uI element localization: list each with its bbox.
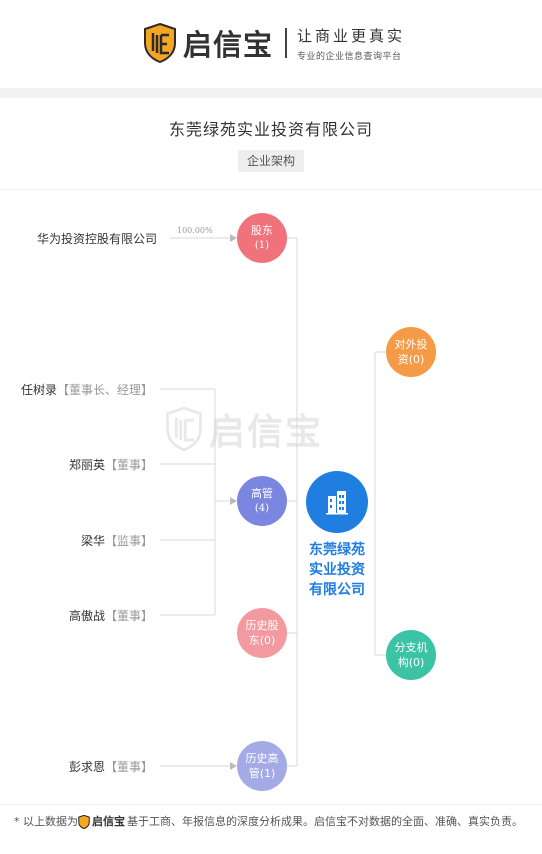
person-row[interactable]: 彭求恩【董事】 [69,758,153,775]
node-branches[interactable]: 分支机 构(0) [386,630,436,680]
node-label: 资(0) [397,353,425,366]
node-shareholders[interactable]: 股东 (1) [237,213,287,263]
section-separator [0,88,542,98]
arrow-history-executive [230,762,237,770]
footer-text: 基于工商、年报信息的深度分析成果。启信宝不对数据的全面、准确、真实负责。 [127,815,523,828]
node-count: (1) [254,240,270,251]
brand-name: 启信宝 [183,28,274,62]
footer-prefix: * 以上数据为 [14,815,78,828]
node-label: 历史高 [245,752,279,765]
center-company-node[interactable] [306,471,368,533]
footer-brand-mark: 启信宝 [78,813,127,831]
footer-shield-icon [78,815,90,829]
shareholding-percent: 100.00% [177,226,213,235]
node-investments[interactable]: 对外投 资(0) [386,327,436,377]
structure-tag[interactable]: 企业架构 [238,150,304,172]
person-role: 【董事长、经理】 [56,383,153,397]
brand-shield-logo-icon [144,23,176,63]
node-history-executives[interactable]: 历史高 管(1) [237,741,287,791]
node-label: 对外投 [394,338,428,351]
watermark-text: 启信宝 [209,412,324,453]
person-role: 【董事】 [104,458,153,472]
footer-brand: 启信宝 [92,815,125,828]
watermark-shield-icon [166,407,202,451]
person-name: 任树录 [20,383,57,397]
node-label: 管(1) [248,767,276,780]
node-label: 东(0) [248,634,276,647]
brand[interactable]: 启信宝 让商业更真实 专业的企业信息查询平台 [143,22,405,64]
company-title: 东莞绿苑实业投资有限公司 [168,120,373,139]
slogan-sub: 专业的企业信息查询平台 [297,51,402,62]
node-label: 历史股 [245,619,279,632]
person-role: 【董事】 [104,609,153,623]
center-name-line: 有限公司 [309,582,365,598]
app-header: 启信宝 让商业更真实 专业的企业信息查询平台 [0,0,542,88]
disclaimer-footer: * 以上数据为 启信宝基于工商、年报信息的深度分析成果。启信宝不对数据的全面、准确… [0,804,542,854]
person-role: 【监事】 [104,534,153,548]
shareholder-name[interactable]: 华为投资控股有限公司 [36,232,157,246]
person-name: 高傲战 [68,609,105,623]
node-label: 股东 [251,224,273,237]
watermark: 启信宝 [165,403,323,455]
arrow-executives [230,497,237,505]
person-name: 郑丽英 [68,458,105,472]
person-name: 梁华 [80,534,105,548]
person-role: 【董事】 [104,760,153,774]
node-label: 高管 [251,487,273,500]
node-executives[interactable]: 高管 (4) [237,476,287,526]
brand-slogan: 让商业更真实 专业的企业信息查询平台 [297,25,405,62]
node-count: (4) [254,503,270,514]
brand-divider [285,28,288,58]
building-icon [326,491,348,515]
node-history-shareholders[interactable]: 历史股 东(0) [237,608,287,658]
center-company-name[interactable]: 东莞绿苑 实业投资 有限公司 [294,540,380,600]
title-section: 东莞绿苑实业投资有限公司 企业架构 [0,98,542,190]
node-label: 分支机 [394,641,428,654]
person-name: 彭求恩 [68,760,105,774]
person-row[interactable]: 任树录【董事长、经理】 [21,381,153,398]
person-row[interactable]: 梁华【监事】 [81,532,153,549]
center-name-line: 实业投资 [309,562,365,578]
node-label: 构(0) [397,656,425,669]
center-name-line: 东莞绿苑 [309,542,365,558]
person-row[interactable]: 郑丽英【董事】 [69,456,153,473]
arrow-shareholder [230,234,237,242]
person-row[interactable]: 高傲战【董事】 [69,607,153,624]
slogan-main: 让商业更真实 [297,26,406,45]
